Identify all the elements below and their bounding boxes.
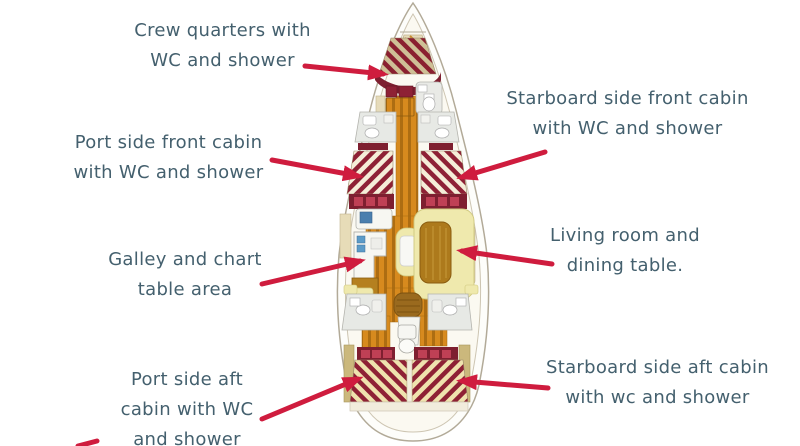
label-starboard-front-cabin: Starboard side front cabin with WC and s… — [505, 84, 750, 144]
label-line: WC and shower — [150, 50, 295, 71]
label-living-room: Living room and dining table. — [515, 221, 735, 281]
chart-table — [355, 208, 393, 230]
label-galley-chart-table: Galley and chart table area — [75, 245, 295, 305]
arrow-crew-quarters — [302, 63, 389, 81]
label-line: Crew quarters with — [134, 20, 311, 41]
label-line: with WC and shower — [532, 118, 723, 139]
label-line: Port side front cabin — [74, 132, 263, 153]
port-front-berth — [346, 143, 394, 209]
label-line: table area — [137, 279, 233, 300]
front-bathrooms — [354, 111, 460, 143]
label-line: and shower — [133, 429, 241, 446]
label-line: with wc and shower — [565, 387, 750, 408]
label-line: Galley and chart — [108, 249, 262, 270]
label-crew-quarters: Crew quarters with WC and shower — [110, 16, 335, 76]
label-line: cabin with WC — [120, 399, 254, 420]
arrow-port-front-cabin — [269, 157, 364, 182]
aft-bathrooms — [341, 284, 479, 331]
aft-center-toilet — [397, 324, 417, 354]
dinette — [413, 208, 475, 300]
arrow-galley — [259, 256, 366, 287]
crew-quarters-berth — [375, 37, 441, 117]
arrow-port-aft-cabin — [259, 376, 364, 422]
label-line: Starboard side front cabin — [506, 88, 749, 109]
label-line: Starboard side aft cabin — [545, 357, 769, 378]
arrow-living-room — [456, 245, 555, 267]
label-port-aft-cabin: Port side aft cabin with WC and shower — [77, 365, 297, 446]
label-port-front-cabin: Port side front cabin with WC and shower — [56, 128, 281, 188]
starboard-front-berth — [420, 143, 468, 209]
label-line: Living room and — [550, 225, 700, 246]
label-starboard-aft-cabin: Starboard side aft cabin with wc and sho… — [540, 353, 775, 413]
port-aft-berth — [343, 344, 408, 403]
arrow-fragment-cutoff — [75, 438, 100, 446]
arrow-starboard-front-cabin — [456, 149, 548, 181]
arrow-starboard-aft-cabin — [456, 374, 551, 391]
label-line: dining table. — [566, 255, 684, 276]
stern-shelf — [349, 401, 469, 412]
crew-wc — [415, 81, 443, 115]
label-line: with WC and shower — [73, 162, 264, 183]
label-line: Port side aft — [130, 369, 243, 390]
starboard-aft-berth — [406, 344, 471, 403]
